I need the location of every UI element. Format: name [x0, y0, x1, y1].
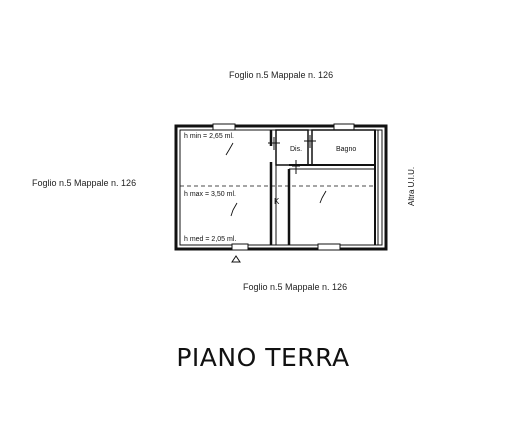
- cadastral-label-top: Foglio n.5 Mappale n. 126: [229, 70, 334, 80]
- room-label-bagno: Bagno: [336, 146, 356, 153]
- door-swing: [319, 190, 327, 204]
- outer-wall: [174, 124, 388, 251]
- floor-title: PIANO TERRA: [176, 343, 350, 372]
- entrance-marker: [231, 255, 241, 263]
- cadastral-label-bottom: Foglio n.5 Mappale n. 126: [243, 282, 348, 292]
- cadastral-label-left: Foglio n.5 Mappale n. 126: [32, 178, 137, 188]
- window-mark: [333, 123, 355, 131]
- kitchen-mark: K: [274, 197, 280, 206]
- room-label-h-max: h max = 3,50 ml.: [184, 191, 236, 198]
- room-label-dis: Dis.: [290, 146, 302, 153]
- door-swing: [225, 142, 234, 156]
- room-label-h-min: h min = 2,65 ml.: [184, 133, 234, 140]
- window-mark: [317, 243, 341, 251]
- window-mark: [231, 243, 249, 251]
- door-swing: [230, 202, 238, 217]
- cadastral-label-right: Altra U.I.U.: [407, 167, 416, 206]
- window-mark: [212, 123, 236, 131]
- room-label-h-med: h med = 2,05 ml.: [184, 236, 236, 243]
